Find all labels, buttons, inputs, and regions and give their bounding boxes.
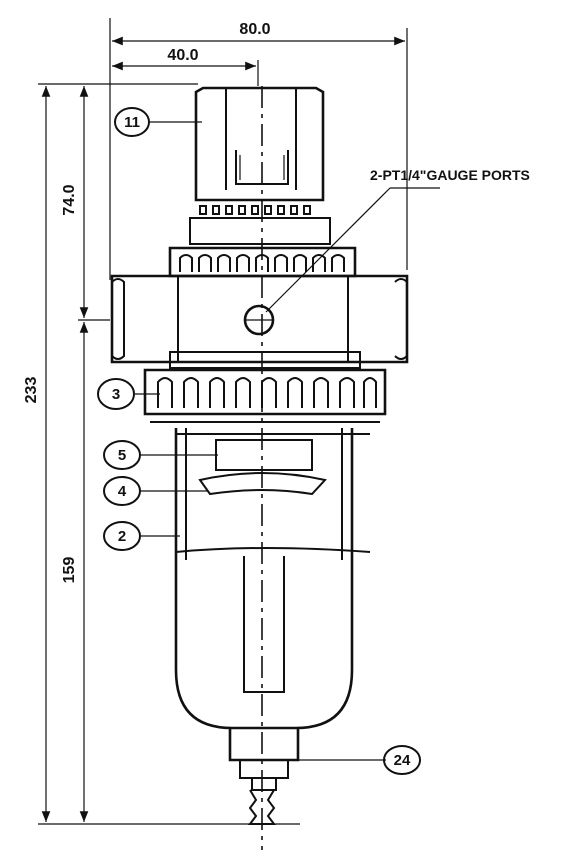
callout-4: 4 <box>103 476 141 506</box>
drain-valve <box>228 728 300 825</box>
bowl-ring <box>143 368 387 423</box>
body <box>110 274 409 369</box>
callout-11: 11 <box>114 107 150 137</box>
baffle <box>198 439 327 496</box>
dim-74-label: 74.0 <box>61 184 78 215</box>
bowl <box>174 428 371 730</box>
callout-5: 5 <box>103 440 141 470</box>
svg-text:2: 2 <box>118 528 126 545</box>
gauge-ports-label: 2-PT1/4"GAUGE PORTS <box>370 167 530 183</box>
callout-3: 3 <box>97 378 135 410</box>
dim-159-label: 159 <box>61 557 78 584</box>
callout-leaders <box>135 121 440 761</box>
svg-text:4: 4 <box>118 483 127 500</box>
svg-text:5: 5 <box>118 447 126 464</box>
callout-24: 24 <box>383 745 421 775</box>
drain-stem <box>243 556 285 693</box>
svg-text:3: 3 <box>112 386 120 403</box>
dim-80-label: 80.0 <box>239 21 270 38</box>
dim-233-label: 233 <box>23 377 40 404</box>
svg-text:24: 24 <box>394 752 411 769</box>
adjustment-knob <box>189 86 331 245</box>
svg-text:11: 11 <box>124 114 140 131</box>
dim-40-label: 40.0 <box>167 47 198 64</box>
callout-2: 2 <box>103 521 141 551</box>
dimension-lines <box>38 18 408 825</box>
